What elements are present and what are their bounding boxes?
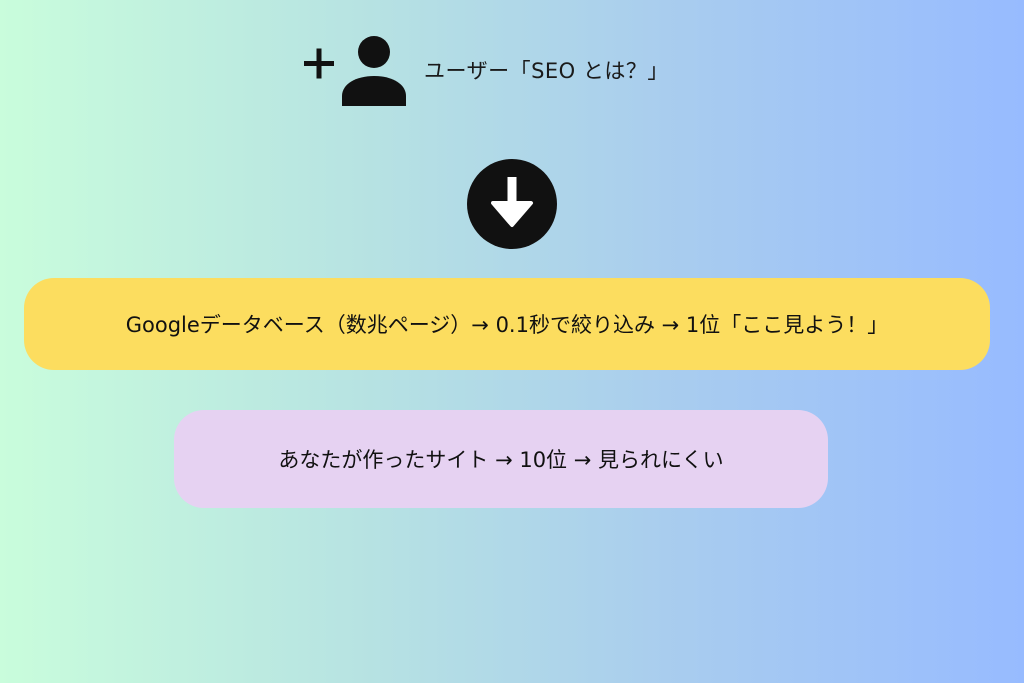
user-query-row: ユーザー「SEO とは？」	[302, 34, 669, 106]
google-database-step-text: Googleデータベース（数兆ページ）→ 0.1秒で絞り込み → 1位「ここ見よ…	[125, 313, 889, 337]
add-user-icon	[304, 36, 406, 106]
google-database-step: Googleデータベース（数兆ページ）→ 0.1秒で絞り込み → 1位「ここ見よ…	[24, 278, 990, 370]
your-site-step-text: あなたが作ったサイト → 10位 → 見られにくい	[278, 448, 724, 472]
user-query-text: ユーザー「SEO とは？」	[424, 59, 669, 83]
your-site-step: あなたが作ったサイト → 10位 → 見られにくい	[174, 410, 828, 508]
arrow-down-circle-icon	[467, 159, 557, 249]
